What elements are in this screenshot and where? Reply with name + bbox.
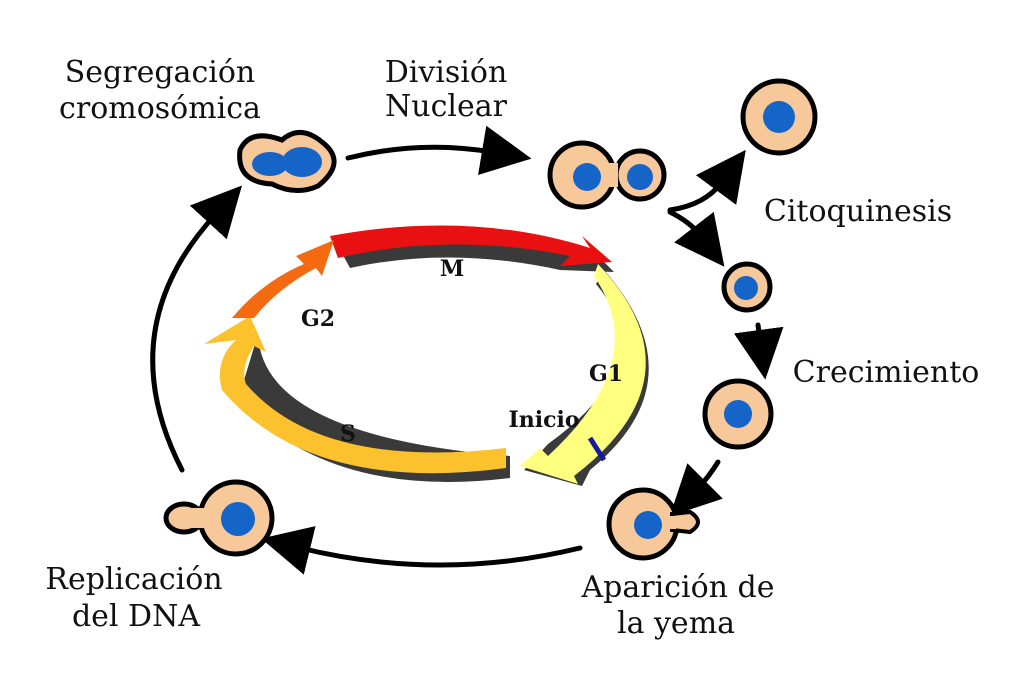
label-citoquinesis: Citoquinesis	[764, 194, 952, 229]
phase-label-g2: G2	[301, 306, 335, 332]
phase-label-g1: G1	[589, 361, 623, 387]
label-replicacion-line1: Replicación	[45, 562, 222, 597]
arrow-segregation-to-division	[345, 125, 532, 176]
m-phase-arc	[330, 225, 612, 266]
label-replicacion-line2: del DNA	[72, 599, 200, 634]
phase-ring	[204, 225, 649, 486]
inicio-mark	[587, 436, 607, 462]
arrow-aparicion-to-replicacion	[261, 526, 583, 575]
arrow-replicacion-to-segregacion	[150, 185, 242, 473]
arrow-division-to-citoquinesis	[667, 149, 746, 213]
cell-division-nuclear	[547, 140, 667, 210]
phase-label-inicio: Inicio	[508, 407, 579, 433]
cell-crecimiento	[702, 378, 774, 450]
label-crecimiento: Crecimiento	[793, 355, 980, 390]
arrow-division-to-small-cell	[667, 209, 725, 267]
s-phase-arc	[204, 316, 506, 474]
cell-small	[721, 261, 773, 313]
label-aparicion-line2: la yema	[617, 606, 735, 641]
arrow-to-aparicion	[669, 459, 723, 517]
g2-phase-arc	[232, 240, 334, 318]
g1-phase-arc	[520, 264, 646, 484]
cell-segregacion	[237, 130, 337, 193]
label-segregacion-line1: Segregación	[65, 55, 255, 90]
label-segregacion-line2: cromosómica	[59, 91, 261, 126]
arrow-to-crecimiento	[733, 322, 784, 380]
phase-label-m: M	[440, 256, 464, 282]
label-division-line2: Nuclear	[385, 89, 508, 124]
cell-aparicion	[606, 487, 700, 561]
outer-cycle-arrows	[150, 125, 784, 575]
label-aparicion-line1: Aparición de	[581, 570, 775, 605]
cell-replicacion	[163, 479, 275, 557]
label-division-line1: División	[385, 55, 508, 90]
phase-label-s: S	[340, 421, 356, 447]
cell-citoquinesis	[740, 78, 818, 156]
